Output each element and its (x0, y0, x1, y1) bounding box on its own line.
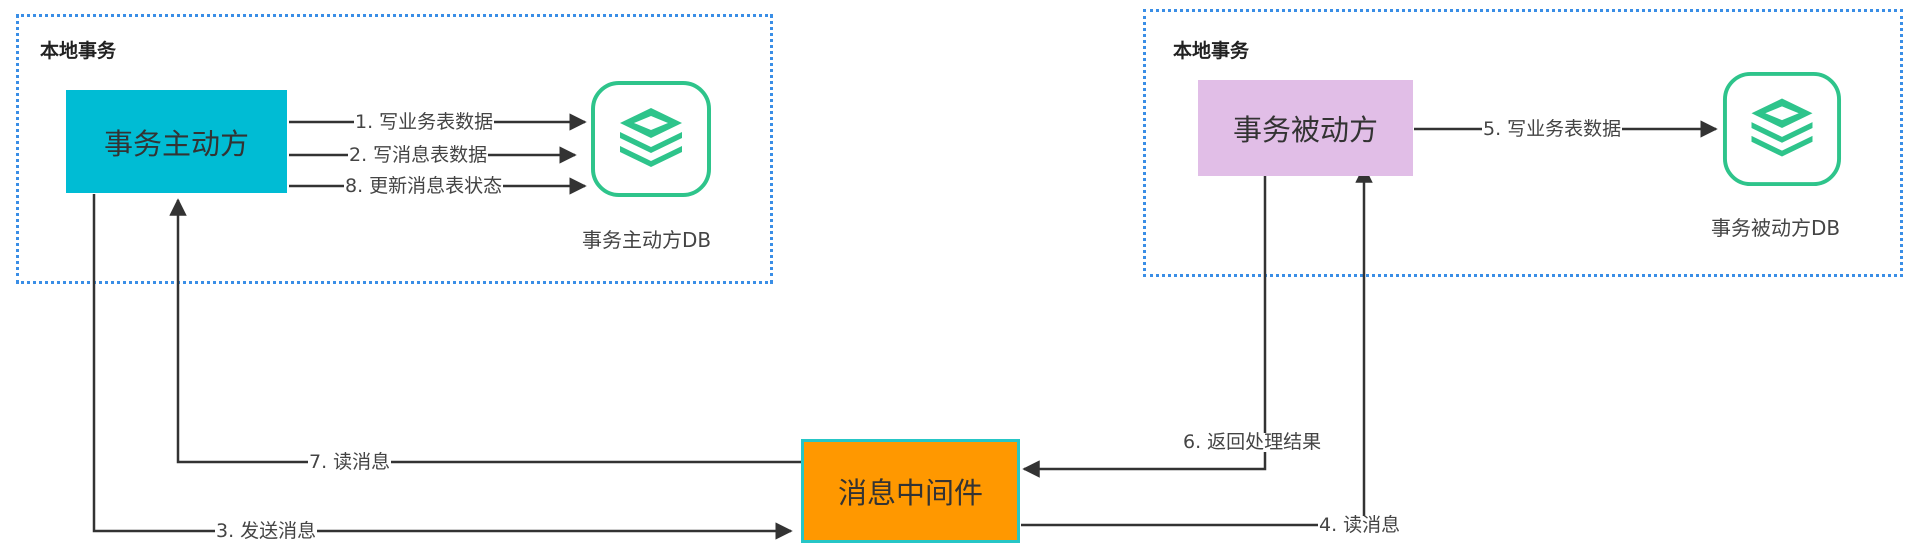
message-middleware-node[interactable]: 消息中间件 (801, 439, 1020, 543)
group-title-right: 本地事务 (1173, 40, 1250, 62)
local-transaction-group-left (16, 14, 773, 284)
edge-label-2: 2. 写消息表数据 (348, 144, 489, 166)
edge-label-1: 1. 写业务表数据 (354, 111, 495, 133)
edge-label-4: 4. 读消息 (1318, 514, 1402, 536)
initiator-db-label: 事务主动方DB (582, 228, 712, 252)
initiator-db-icon (591, 81, 711, 197)
edge-label-8: 8. 更新消息表状态 (344, 175, 504, 197)
participant-db-icon (1722, 71, 1842, 187)
edge-label-5: 5. 写业务表数据 (1482, 118, 1623, 140)
participant-db-label: 事务被动方DB (1711, 216, 1841, 240)
edge-label-3: 3. 发送消息 (215, 520, 318, 542)
transaction-participant-node[interactable]: 事务被动方 (1198, 80, 1413, 176)
edge-4-read-message (1021, 165, 1373, 527)
edge-6-return-result (1022, 176, 1267, 478)
edge-3-send-message (92, 194, 793, 540)
edge-label-7: 7. 读消息 (308, 451, 392, 473)
transaction-initiator-node[interactable]: 事务主动方 (66, 90, 287, 193)
edge-7-read-message (169, 198, 801, 464)
group-title-left: 本地事务 (40, 40, 117, 62)
edge-label-6: 6. 返回处理结果 (1182, 431, 1323, 453)
local-transaction-group-right (1143, 9, 1903, 277)
